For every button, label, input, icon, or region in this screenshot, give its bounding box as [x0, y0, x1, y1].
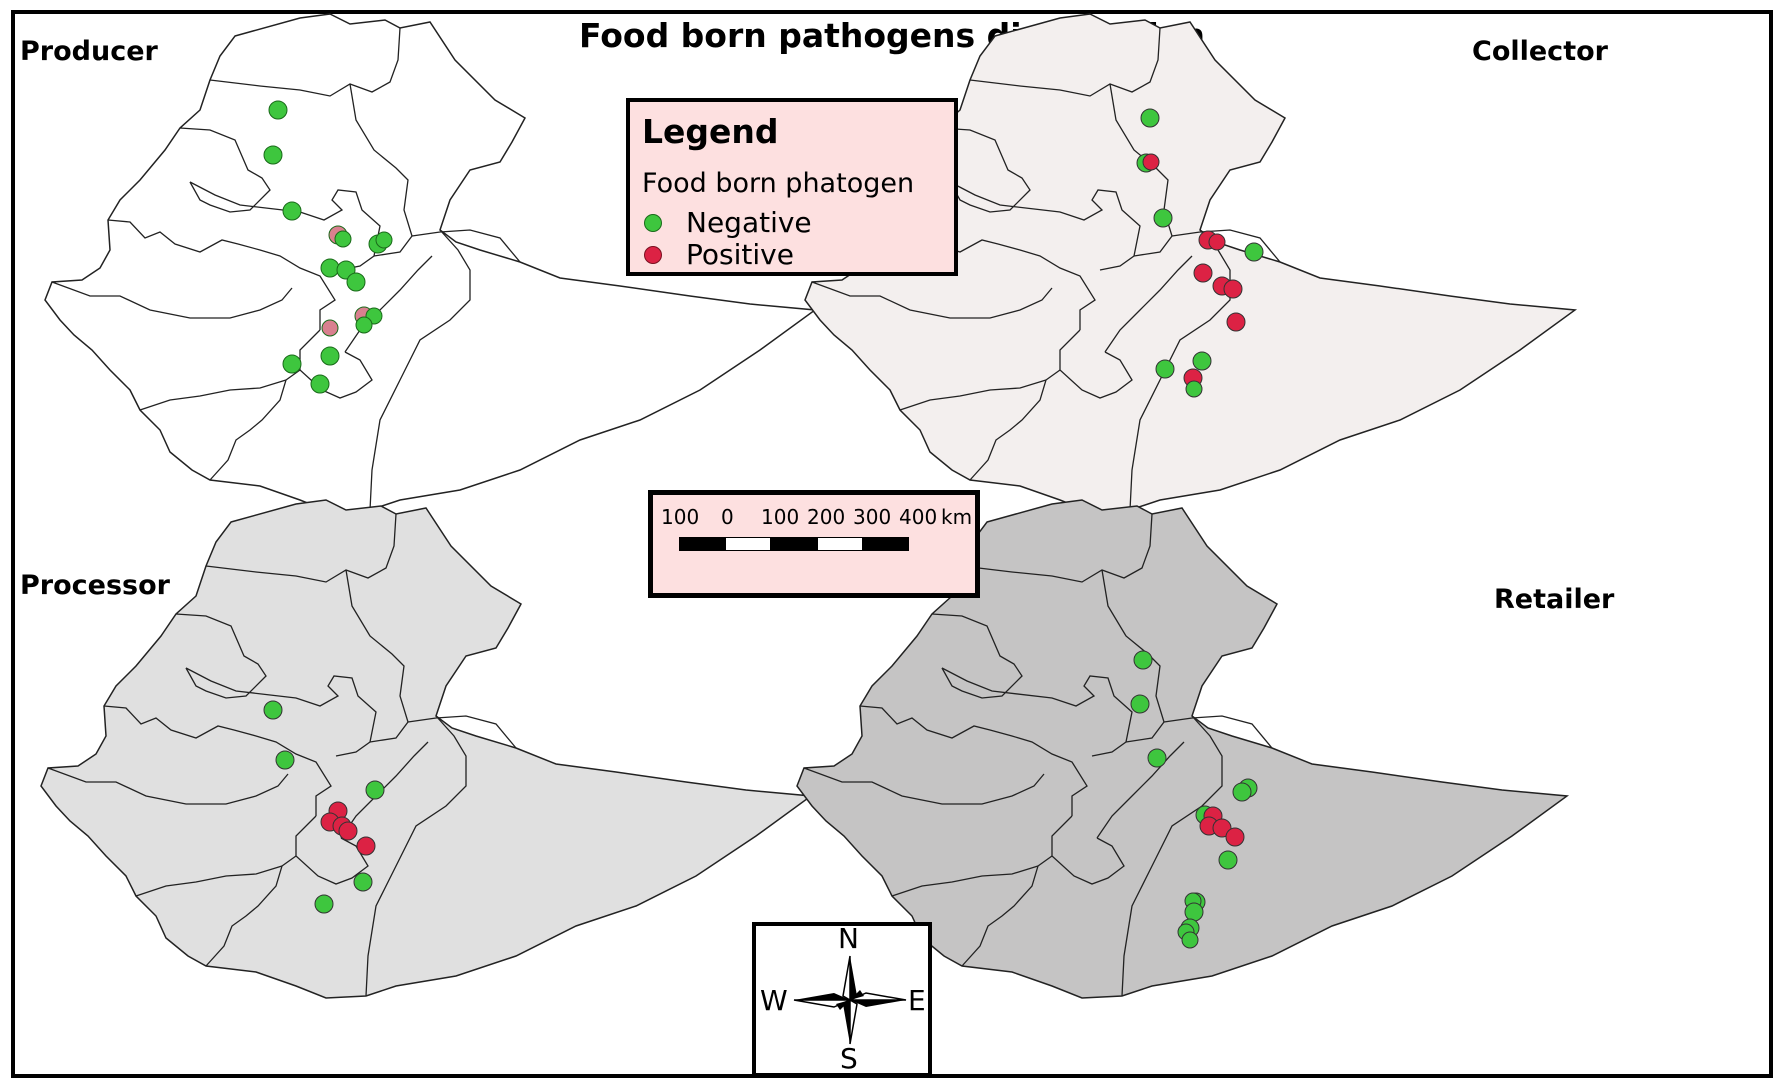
negative-point [1184, 902, 1204, 922]
legend-item-positive: Positive [644, 238, 794, 271]
positive-point [1226, 312, 1246, 332]
retailer-sample-points [1130, 650, 1258, 949]
negative-point [1155, 359, 1175, 379]
legend-subtitle: Food born phatogen [642, 168, 915, 199]
positive-point [1208, 233, 1226, 251]
negative-point [1232, 782, 1252, 802]
negative-point [1185, 380, 1203, 398]
panel-label-producer: Producer [20, 36, 158, 67]
compass-west: W [760, 984, 788, 1017]
compass-east: E [908, 984, 926, 1017]
scale-label: 0 [721, 505, 734, 529]
positive-point [356, 836, 376, 856]
negative-point [320, 346, 340, 366]
negative-point [1181, 931, 1199, 949]
legend-title: Legend [642, 112, 779, 151]
negative-point [365, 780, 385, 800]
scale-segment [863, 537, 909, 551]
negative-point [1218, 850, 1238, 870]
panel-label-retailer: Retailer [1494, 584, 1615, 615]
scale-segment [817, 537, 863, 551]
negative-point [275, 750, 295, 770]
scale-label: 100 [661, 505, 700, 529]
negative-point [310, 374, 330, 394]
collector-sample-points [1136, 108, 1264, 398]
scale-label: 400 [899, 505, 938, 529]
positive-point [1142, 153, 1160, 171]
positive-point [1223, 279, 1243, 299]
negative-point [355, 316, 373, 334]
compass-south: S [840, 1042, 858, 1075]
positive-point [1212, 818, 1232, 838]
positive-point [1225, 827, 1245, 847]
positive-point [1193, 263, 1213, 283]
scale-segment [679, 537, 725, 551]
negative-point [1153, 208, 1173, 228]
scale-label: km [941, 505, 973, 529]
scale-label: 300 [853, 505, 892, 529]
legend-box: Legend Food born phatogen Negative Posit… [626, 98, 958, 276]
positive-point [321, 319, 339, 337]
scale-bar: 100 0 100 200 300 400 km [648, 490, 980, 598]
negative-point [1140, 108, 1160, 128]
negative-point [1244, 242, 1264, 262]
negative-point [1130, 694, 1150, 714]
panel-label-processor: Processor [20, 570, 170, 601]
compass-north: N [838, 922, 859, 955]
legend-item-negative: Negative [644, 206, 812, 239]
positive-point [338, 821, 358, 841]
negative-point [375, 231, 393, 249]
negative-point [282, 354, 302, 374]
negative-point [353, 872, 373, 892]
negative-point [346, 272, 366, 292]
negative-point [1147, 748, 1167, 768]
scale-segment [725, 537, 771, 551]
negative-point [282, 201, 302, 221]
negative-point [334, 230, 352, 248]
negative-point [314, 894, 334, 914]
panel-label-collector: Collector [1472, 36, 1608, 67]
negative-point [320, 258, 340, 278]
positive-swatch-icon [644, 245, 662, 264]
processor-sample-points [263, 700, 385, 914]
scale-segment [771, 537, 817, 551]
negative-point [263, 700, 283, 720]
negative-point [1192, 351, 1212, 371]
compass-rose-icon [793, 955, 907, 1045]
scale-label: 200 [807, 505, 846, 529]
negative-point [1133, 650, 1153, 670]
negative-swatch-icon [644, 213, 662, 232]
north-arrow: N S E W [752, 922, 932, 1077]
scale-label: 100 [761, 505, 800, 529]
negative-point [263, 145, 283, 165]
legend-label-negative: Negative [686, 206, 812, 239]
producer-sample-points [263, 100, 393, 394]
legend-label-positive: Positive [686, 238, 794, 271]
negative-point [268, 100, 288, 120]
